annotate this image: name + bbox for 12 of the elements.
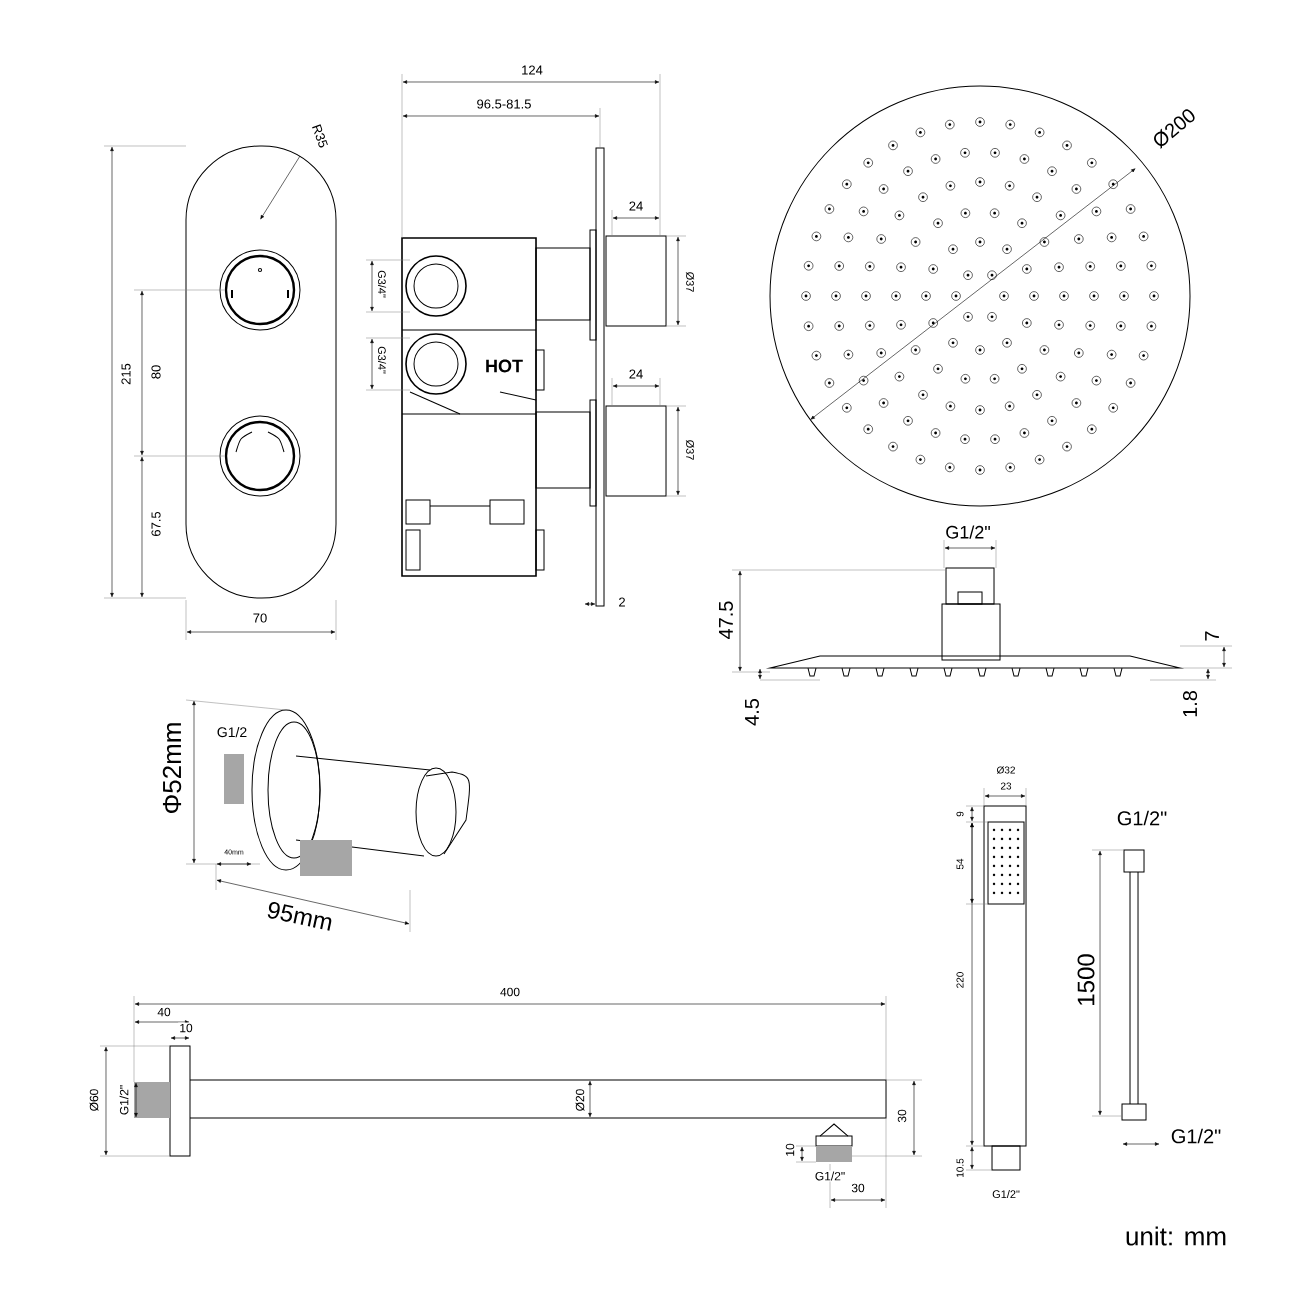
dimension-label: 1.8 bbox=[1181, 688, 1199, 720]
dimension-label: 4.5 bbox=[743, 696, 761, 728]
dimension-label: 7 bbox=[1203, 629, 1221, 643]
part-label: HOT bbox=[483, 358, 525, 374]
dimension-label: 1500 bbox=[1076, 952, 1096, 1008]
dimension-label: 47.5 bbox=[717, 599, 735, 641]
dimension-label: G1/2" bbox=[944, 524, 992, 540]
dimension-label: G1/2" bbox=[1115, 809, 1169, 827]
dimension-label: Φ52mm bbox=[161, 720, 183, 816]
dimension-label: 95mm bbox=[264, 899, 336, 933]
unit-note: unit: mm bbox=[1123, 1225, 1229, 1247]
dimension-label: G1/2" bbox=[1169, 1127, 1223, 1145]
